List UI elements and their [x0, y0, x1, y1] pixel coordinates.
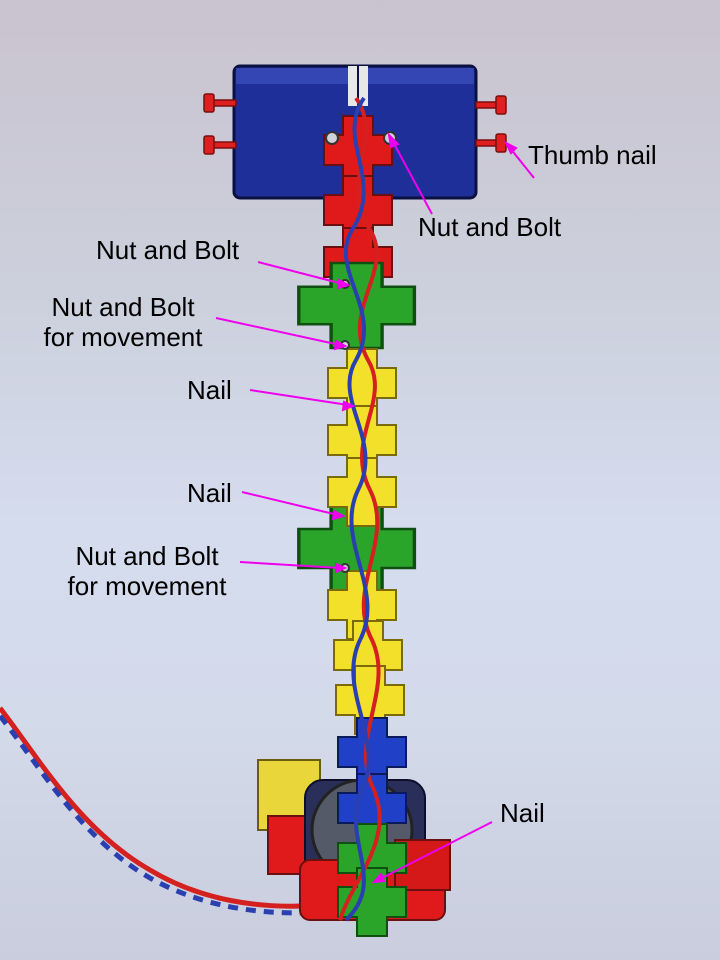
- leader-nut-bolt-left: [257, 261, 344, 285]
- leader-nail-bottom: [377, 821, 493, 881]
- label-nail-bottom: Nail: [500, 798, 545, 828]
- leader-nail-2: [241, 491, 339, 516]
- label-thumb-nail: Thumb nail: [528, 140, 657, 170]
- label-nut-and-bolt-left: Nut and Bolt: [96, 235, 240, 265]
- label-nut-and-bolt-for-movement-upper: Nut and Bolt for movement: [30, 292, 216, 352]
- label-nut-and-bolt-for-movement-lower: Nut and Bolt for movement: [54, 541, 240, 601]
- leader-nut-bolt-top: [391, 139, 433, 215]
- label-line-2: for movement: [67, 571, 227, 601]
- leader-thumb-nail: [509, 147, 535, 179]
- label-nail-2: Nail: [187, 478, 232, 508]
- label-line-1: Nut and Bolt: [75, 541, 219, 571]
- trailing-cable: [0, 706, 321, 916]
- leader-nut-bolt-move-2: [239, 561, 341, 569]
- leader-lines: [215, 132, 535, 884]
- thumb-nail-pins: [203, 93, 507, 155]
- label-nut-and-bolt-top: Nut and Bolt: [418, 212, 562, 242]
- spine-cable: [338, 96, 382, 922]
- leader-nail-1: [249, 389, 349, 406]
- label-nail-1: Nail: [187, 375, 232, 405]
- leader-nut-bolt-move-1: [215, 317, 341, 346]
- label-line-1: Nut and Bolt: [51, 292, 195, 322]
- label-line-2: for movement: [43, 322, 203, 352]
